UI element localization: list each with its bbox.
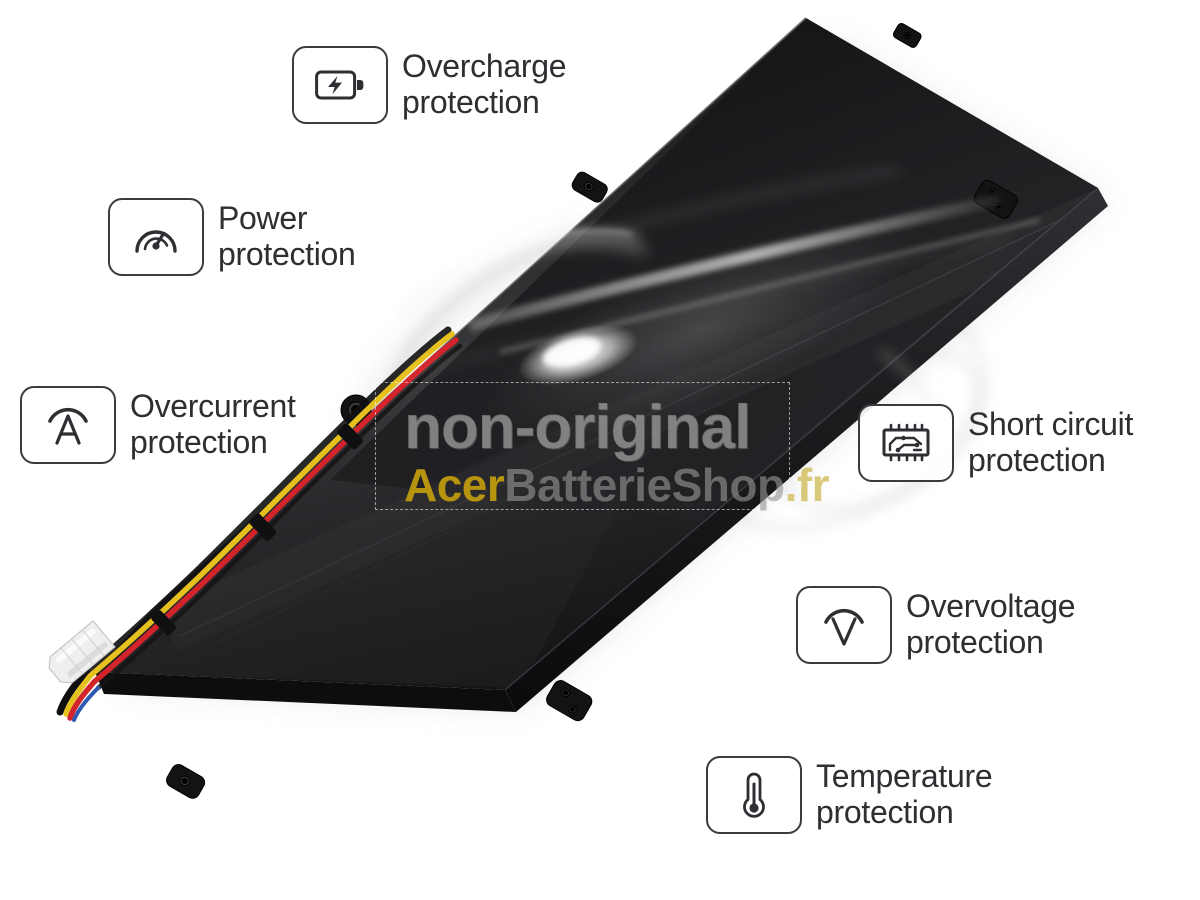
callout-label-short-circuit: Short circuit protection <box>968 406 1134 478</box>
volt-arc-icon <box>820 603 868 647</box>
specular-highlights <box>399 167 1041 438</box>
callout-label-overvoltage: Overvoltage protection <box>906 588 1076 660</box>
icon-box-temperature <box>706 756 802 834</box>
callout-label-overcurrent: Overcurrent protection <box>130 388 296 460</box>
battery-connector <box>48 620 116 684</box>
icon-box-overcurrent <box>20 386 116 464</box>
callout-temperature-protection: Temperature protection <box>706 756 993 834</box>
callout-power-protection: Power protection <box>108 198 356 276</box>
ampere-arc-icon <box>44 403 92 447</box>
battery-bolt-icon <box>315 68 365 102</box>
icon-box-overvoltage <box>796 586 892 664</box>
gauge-speedometer-icon <box>133 215 179 259</box>
callout-short-circuit-protection: Short circuit protection <box>858 404 1133 482</box>
callout-overcharge-protection: Overcharge protection <box>292 46 567 124</box>
microchip-icon <box>878 423 934 463</box>
icon-box-short-circuit <box>858 404 954 482</box>
callout-overcurrent-protection: Overcurrent protection <box>20 386 296 464</box>
cable-clips <box>151 423 363 636</box>
icon-box-overcharge <box>292 46 388 124</box>
callout-overvoltage-protection: Overvoltage protection <box>796 586 1076 664</box>
callout-label-power: Power protection <box>218 200 356 272</box>
icon-box-power <box>108 198 204 276</box>
callout-label-temperature: Temperature protection <box>816 758 993 830</box>
wire-harness <box>56 326 463 722</box>
callout-label-overcharge: Overcharge protection <box>402 48 567 120</box>
thermometer-icon <box>739 771 769 819</box>
